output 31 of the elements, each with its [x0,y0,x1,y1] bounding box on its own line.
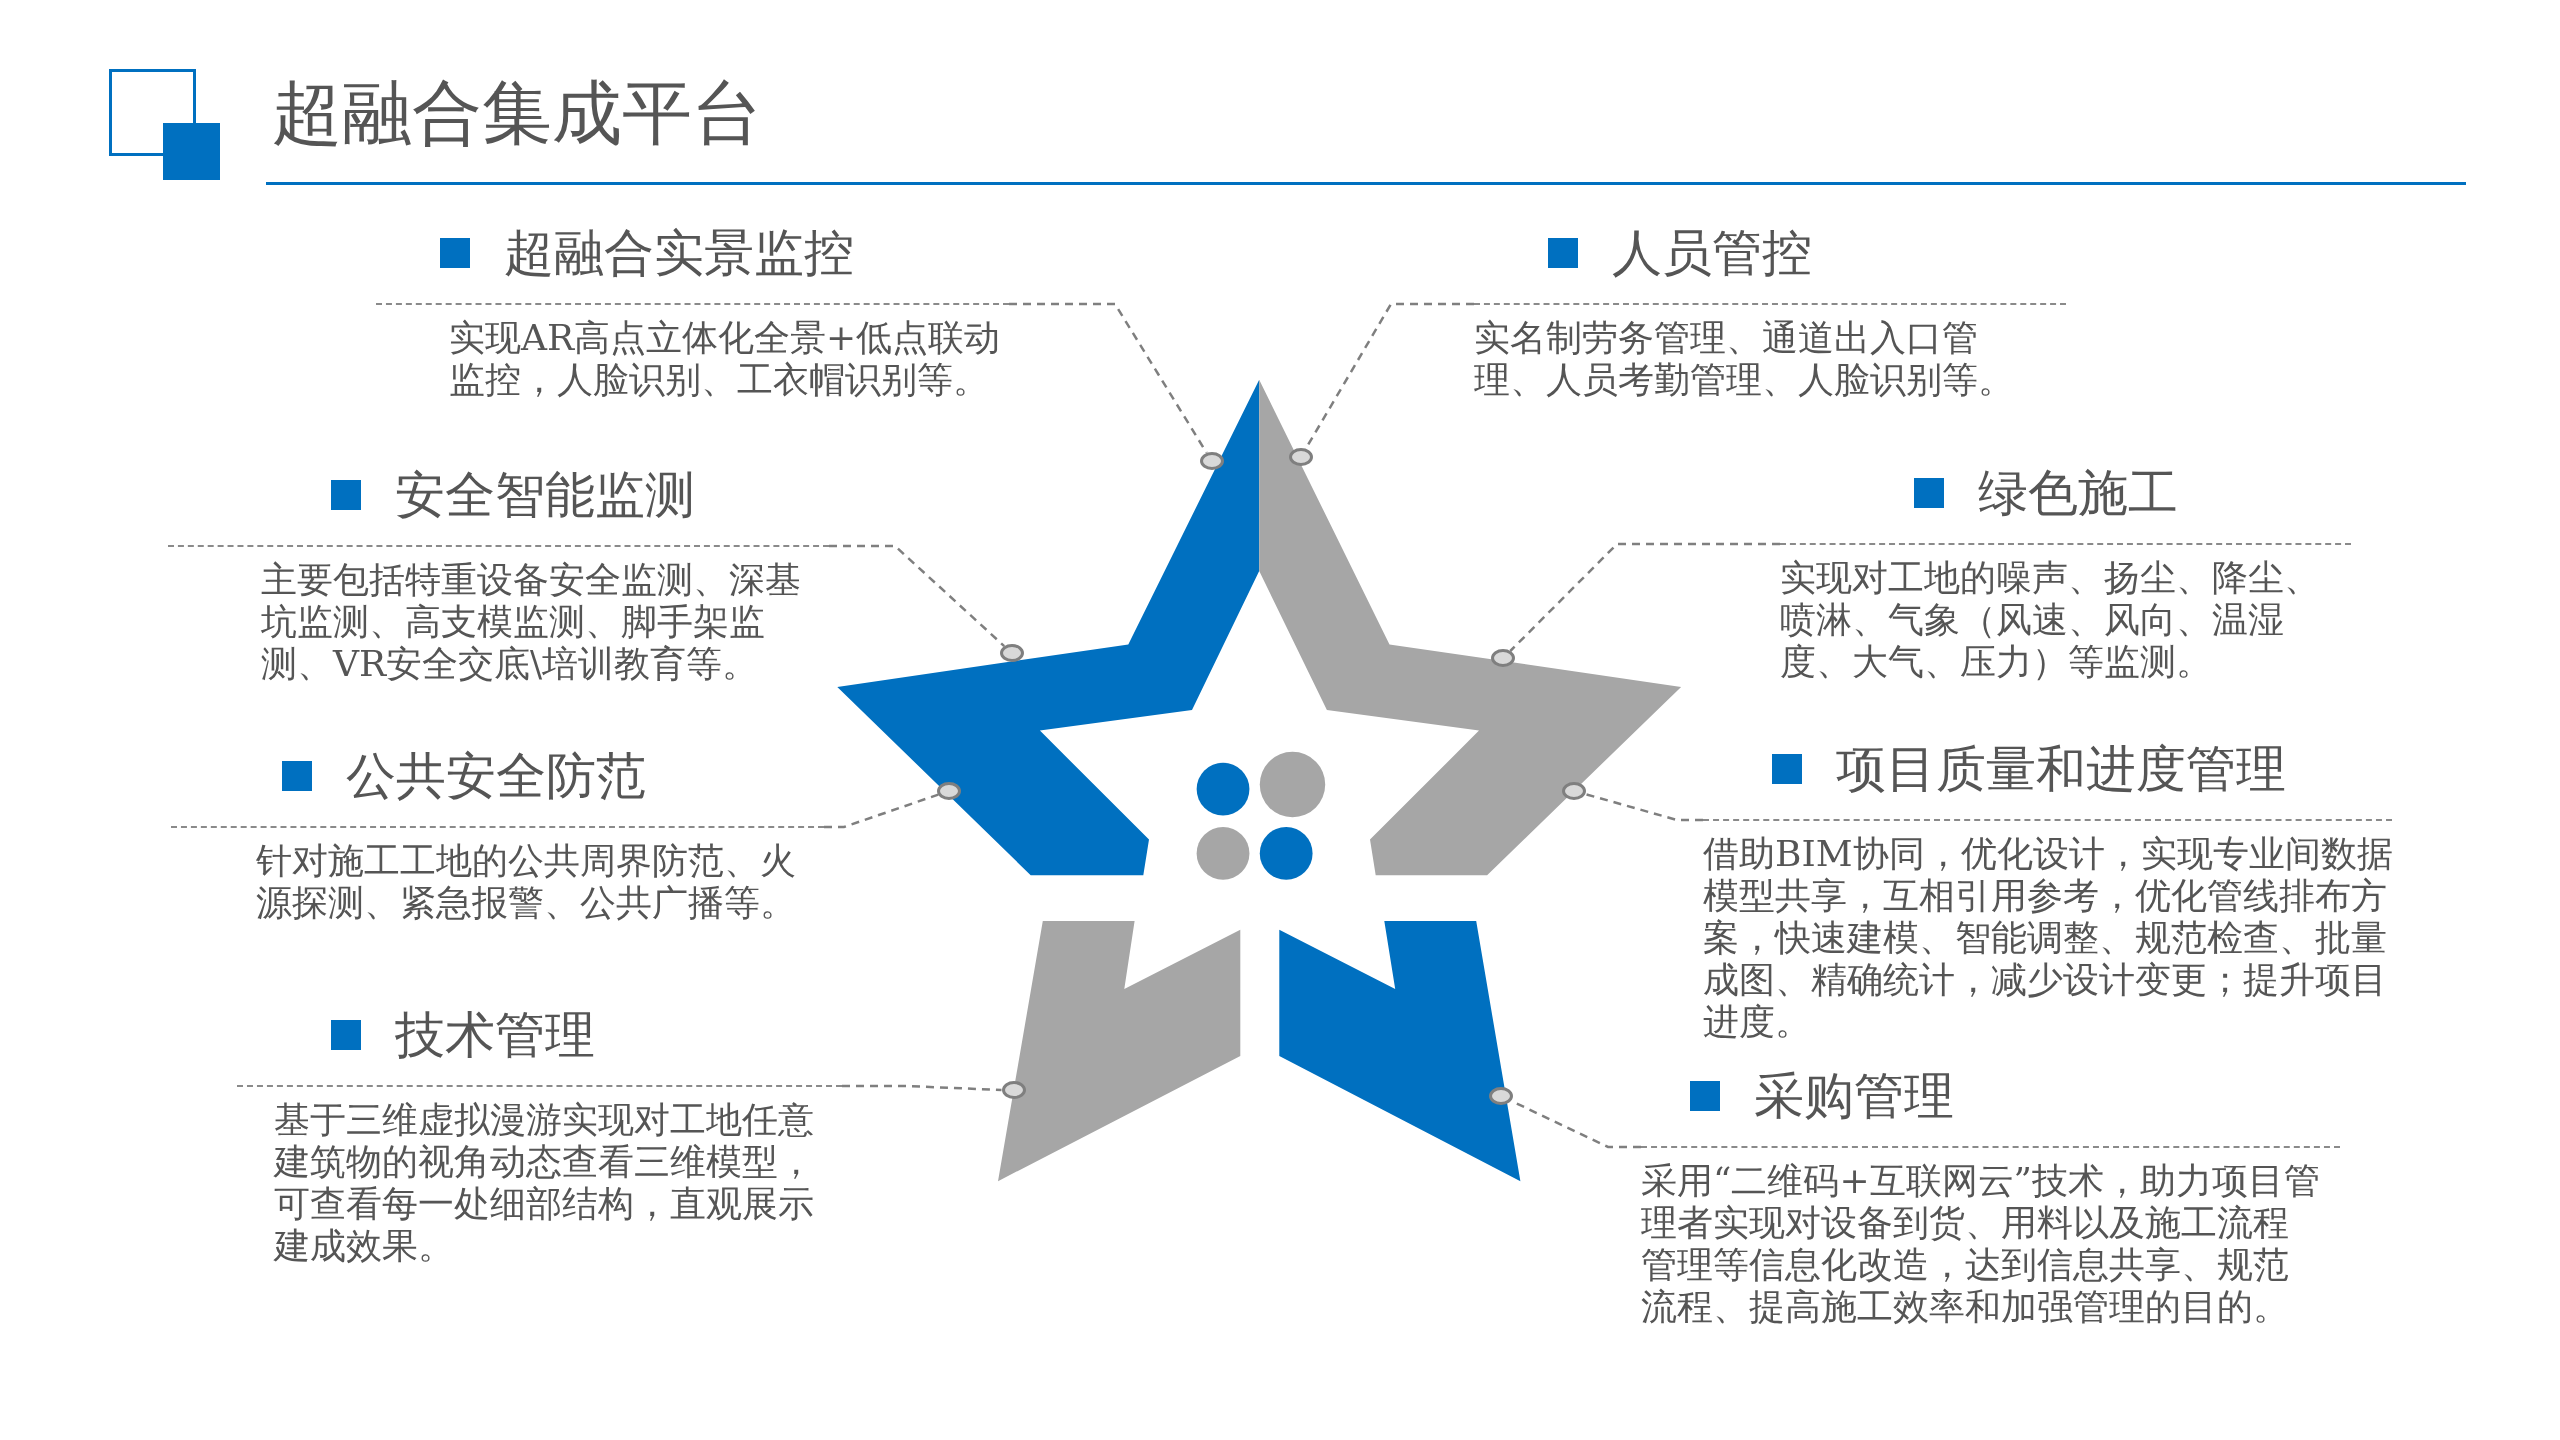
leader-line [824,793,939,829]
leader-line [1009,302,1208,454]
connector-dot [1491,649,1516,668]
item-description: 实名制劳务管理、通道出入口管理、人员考勤管理、人脸识别等。 [1474,317,2015,401]
leader-line [1584,792,1703,822]
item-heading: 人员管控 [1612,223,1812,283]
connector-dot [1199,451,1224,470]
item-heading: 采购管理 [1754,1066,1954,1126]
item-description: 主要包括特重设备安全监测、深基坑监测、高支模监测、脚手架监测、VR安全交底\培训教育等。 [261,559,802,685]
leader-line [842,1084,1002,1092]
item-heading: 超融合实景监控 [504,223,854,283]
connector-dot [1489,1087,1514,1106]
connector-dot [937,781,962,800]
page-title: 超融合集成平台 [272,71,762,156]
item-description: 针对施工工地的公共周界防范、火源探测、紧急报警、公共广播等。 [256,840,797,924]
item-heading: 技术管理 [395,1005,595,1065]
connector-dot [1289,447,1314,466]
connector-dot [1561,781,1586,800]
item-description: 实现对工地的噪声、扬尘、降尘、喷淋、气象（风速、风向、温湿度、大气、压力）等监测。 [1780,557,2321,683]
leader-line [829,544,1006,648]
item-heading: 项目质量和进度管理 [1836,739,2286,799]
leader-line [1509,542,1780,652]
connector-dot [999,644,1024,663]
item-description: 实现AR高点立体化全景+低点联动监控，人脸识别、工衣帽识别等。 [449,317,1002,401]
item-description: 基于三维虚拟漫游实现对工地任意建筑物的视角动态查看三维模型，可查看每一处细部结构，直观展示建成效果。 [274,1099,815,1267]
item-heading: 安全智能监测 [395,465,695,525]
item-description: 借助BIM协同，优化设计，实现专业间数据模型共享，互相引用参考，优化管线排布方案，快速建模、智能调整、规范检查、批量成图、精确统计，减少设计变更；提升项目进度。 [1703,833,2394,1043]
item-heading: 绿色施工 [1978,463,2178,523]
item-heading: 公共安全防范 [346,746,646,806]
item-description: 采用“二维码+互联网云”技术，助力项目管理者实现对设备到货、用料以及施工流程管理等信息化改造，达到信息共享、规范流程、提高施工效率和加强管理的目的。 [1641,1160,2320,1328]
connector-dot [1001,1081,1026,1100]
